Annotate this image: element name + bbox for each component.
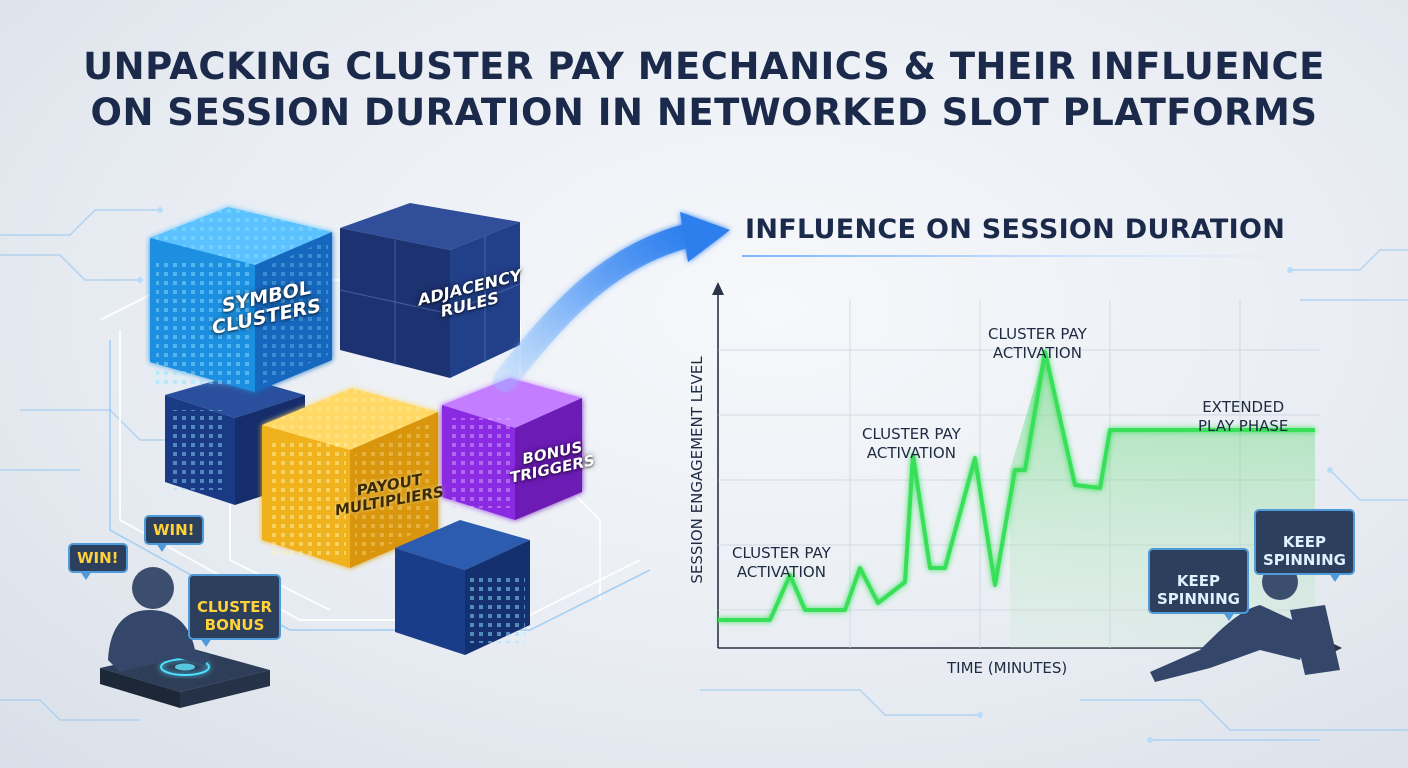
cube-adjacency-rules	[339, 203, 521, 378]
circuit-traces	[0, 209, 1408, 741]
y-axis-label: SESSION ENGAGEMENT LEVEL	[688, 356, 706, 584]
player-right-illustration	[1150, 564, 1340, 682]
win-bubble-left: WIN!	[68, 543, 128, 580]
cube-payout-multipliers	[262, 388, 438, 568]
cube-bonus-triggers	[442, 378, 582, 520]
cluster-bonus-bubble: CLUSTER BONUS	[188, 574, 282, 647]
win-bubble-top: WIN!	[144, 515, 204, 552]
annotation-activation-3: CLUSTER PAY ACTIVATION	[988, 325, 1087, 362]
page-title: UNPACKING CLUSTER PAY MECHANICS & THEIR …	[0, 44, 1408, 136]
circuit-nodes	[137, 207, 1333, 743]
x-axis-label: TIME (MINUTES)	[947, 659, 1068, 677]
engagement-line	[718, 350, 1315, 622]
flow-arrow	[493, 212, 730, 392]
title-line-2: ON SESSION DURATION IN NETWORKED SLOT PL…	[90, 91, 1318, 134]
annotation-activation-2: CLUSTER PAY ACTIVATION	[862, 425, 961, 462]
cube-bottom	[395, 520, 530, 655]
title-line-1: UNPACKING CLUSTER PAY MECHANICS & THEIR …	[83, 45, 1325, 88]
section-heading: INFLUENCE ON SESSION DURATION	[745, 214, 1286, 245]
player-left-illustration	[100, 567, 270, 708]
heading-underline	[742, 255, 1302, 257]
annotation-activation-1: CLUSTER PAY ACTIVATION	[732, 544, 831, 581]
keep-spinning-bubble-right: KEEP SPINNING	[1254, 509, 1355, 582]
annotation-extended-play: EXTENDED PLAY PHASE	[1198, 398, 1289, 435]
cube-symbol-clusters	[150, 207, 332, 392]
keep-spinning-bubble-left: KEEP SPINNING	[1148, 548, 1249, 621]
